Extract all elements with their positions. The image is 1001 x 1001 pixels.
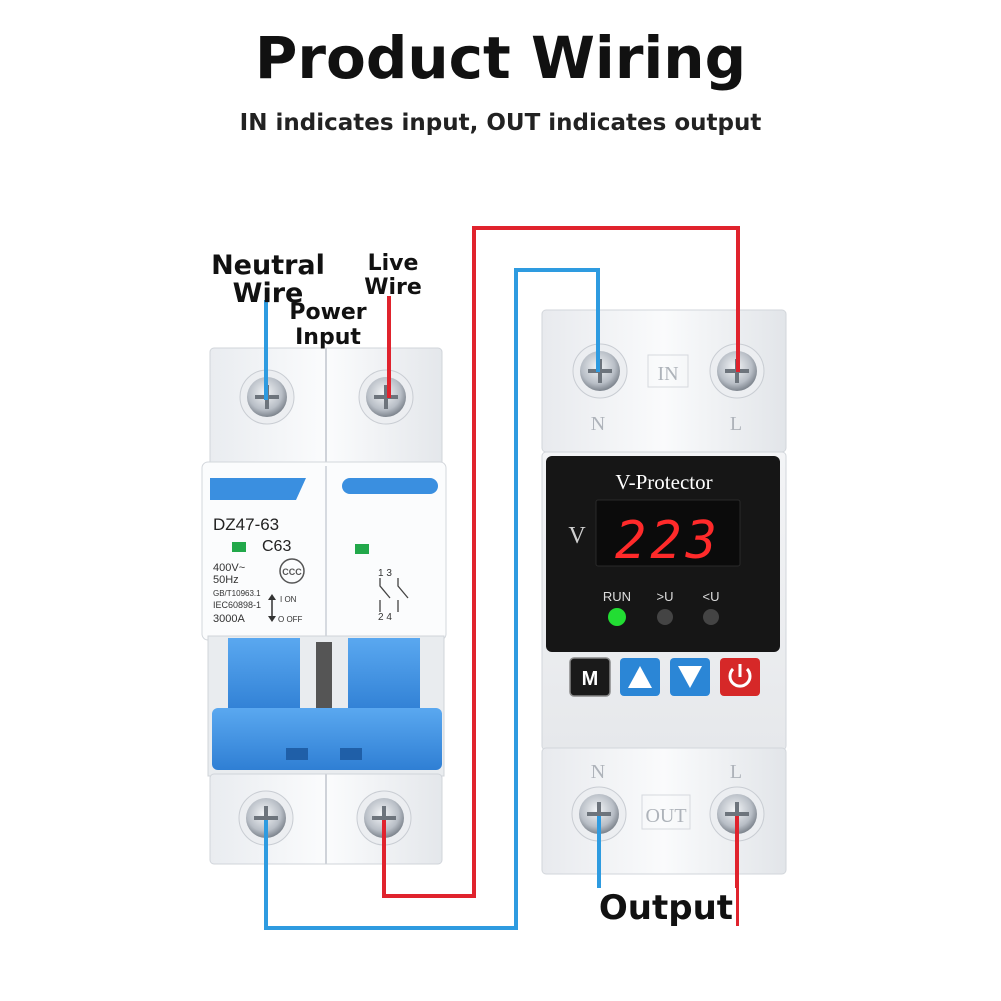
output-label: Output [596,888,736,928]
power-input-label: Power Input [289,300,367,350]
breaker-terminal-top: 1 3 [378,568,392,579]
breaker-frequency: 50Hz [213,574,239,586]
breaker-screw-bottom-left [238,790,294,846]
breaker-on-label: I ON [280,595,297,604]
indicator-under-label: <U [703,589,720,604]
arrow-up-icon [628,666,652,688]
breaker-off-label: O OFF [278,615,303,624]
protector-unit: V [568,523,586,549]
circuit-breaker: CCC [201,347,447,865]
breaker-capacity: 3000A [213,613,245,625]
up-button[interactable] [620,658,660,696]
neutral-wire-label: Neutral Wire [211,250,325,309]
power-icon [728,667,752,688]
arrow-down-icon [678,666,702,688]
protector-out-n-label: N [591,761,605,783]
breaker-screw-bottom-right [356,790,412,846]
breaker-terminal-bottom: 2 4 [378,612,392,623]
protector-in-label: IN [657,363,678,385]
svg-text:CCC: CCC [282,567,302,577]
down-button[interactable] [670,658,710,696]
protector-in-n-label: N [591,413,605,435]
power-button[interactable] [720,658,760,696]
protector-in-l-label: L [730,413,742,435]
menu-button[interactable]: M [569,657,611,697]
breaker-screw-top-right [358,369,414,425]
menu-button-label: M [582,668,599,690]
live-link-wire [382,226,740,898]
breaker-rating: C63 [262,538,291,555]
run-led [608,608,626,626]
breaker-standard-1: GB/T10963.1 [213,589,261,598]
live-wire-label: Live Wire [364,251,422,300]
neutral-link-wire [264,268,600,930]
page-title: Product Wiring [254,24,747,92]
protector-brand: V-Protector [615,470,712,494]
indicator-run-label: RUN [603,589,631,604]
protector-screw-out-l [709,786,765,842]
breaker-voltage: 400V~ [213,562,245,574]
voltage-reading: 223 [615,511,721,571]
page-subtitle: IN indicates input, OUT indicates output [239,110,762,136]
protector-out-label: OUT [645,805,686,827]
breaker-standard-2: IEC60898-1 [213,600,261,610]
breaker-model: DZ47-63 [213,515,279,534]
indicator-over-label: >U [657,589,674,604]
protector-out-l-label: L [730,761,742,783]
